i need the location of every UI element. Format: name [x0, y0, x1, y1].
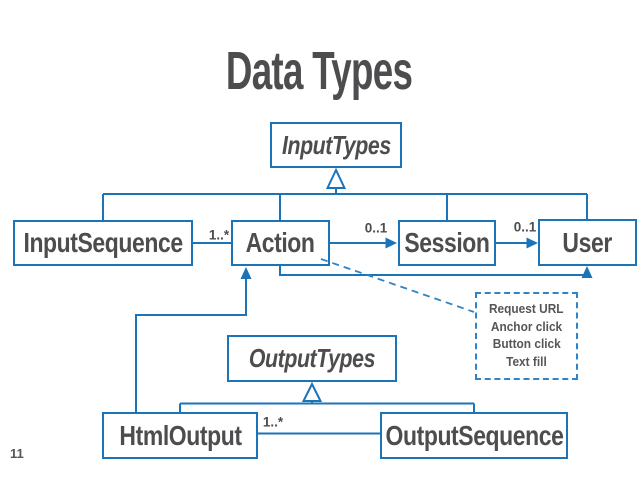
class-label-outputtypes: OutputTypes	[248, 343, 376, 373]
multiplicity-inputsequence-action: 1..*	[208, 227, 230, 243]
association-action-user-line	[279, 266, 588, 278]
multiplicity-action-session: 0..1	[364, 220, 388, 236]
multiplicity-htmloutput-outputsequence: 1..*	[262, 414, 284, 430]
note-line: Anchor click	[490, 319, 563, 334]
class-box-outputtypes: OutputTypes	[227, 335, 397, 382]
class-label-inputtypes: InputTypes	[281, 129, 391, 160]
class-box-user: User	[538, 219, 637, 266]
note-line: Button click	[492, 337, 561, 351]
arrowhead-session-user-icon	[526, 237, 538, 249]
class-box-htmloutput: HtmlOutput	[102, 412, 258, 459]
note-line: Text fill	[506, 354, 547, 369]
class-label-inputsequence: InputSequence	[23, 227, 183, 258]
class-box-outputsequence: OutputSequence	[380, 412, 568, 459]
generalization-inputtypes-triangle-icon	[325, 167, 347, 189]
class-box-inputtypes: InputTypes	[270, 122, 402, 168]
page-title: Data Types	[0, 41, 638, 101]
note-line: Request URL	[489, 302, 564, 316]
note-leader-dashed-line	[320, 258, 475, 313]
class-box-session: Session	[398, 220, 496, 266]
class-label-user: User	[562, 226, 613, 258]
arrowhead-action-user-icon	[581, 266, 593, 278]
page-title-text: Data Types	[225, 41, 413, 101]
multiplicity-session-user: 0..1	[513, 219, 537, 235]
arrowhead-action-session-icon	[385, 237, 397, 249]
class-box-action: Action	[231, 220, 330, 266]
class-label-htmloutput: HtmlOutput	[118, 419, 242, 451]
page-number: 11	[10, 446, 24, 461]
generalization-outputtypes-triangle-icon	[301, 381, 323, 402]
uml-note-box: Request URL Anchor click Button click Te…	[475, 292, 578, 380]
generalization-outputtypes-lines	[179, 401, 475, 412]
class-label-action: Action	[246, 227, 315, 258]
class-label-session: Session	[404, 227, 490, 258]
class-label-outputsequence: OutputSequence	[385, 419, 563, 451]
arrowhead-htmloutput-action-icon	[240, 267, 252, 279]
generalization-inputtypes-lines	[102, 188, 588, 220]
class-box-inputsequence: InputSequence	[13, 220, 193, 266]
